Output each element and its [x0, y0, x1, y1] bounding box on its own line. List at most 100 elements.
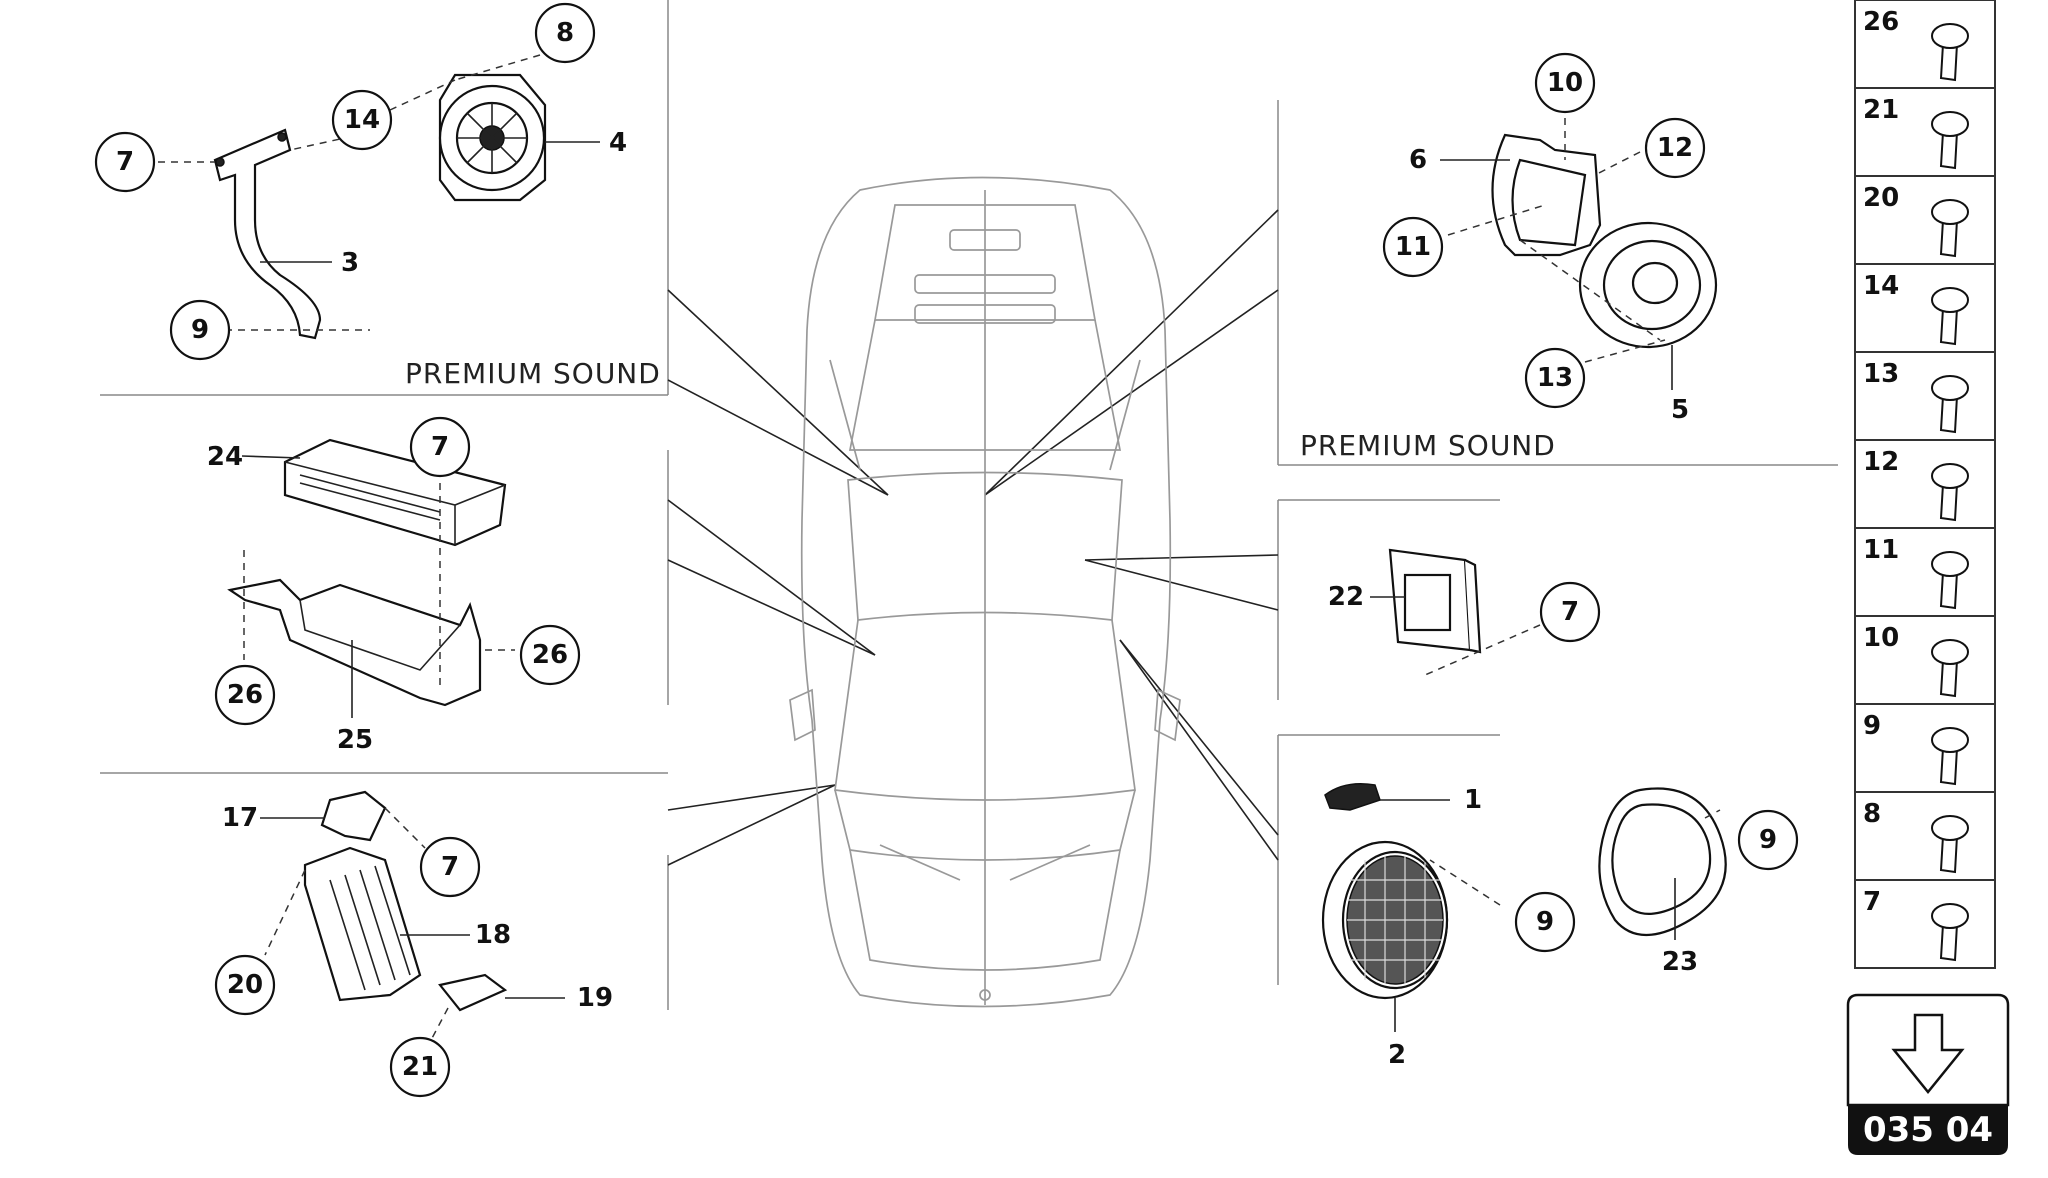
fastener-number: 9: [1863, 711, 1881, 741]
fastener-number: 12: [1863, 447, 1899, 477]
label-18: 18: [475, 920, 511, 950]
callout-8: 8: [534, 2, 596, 64]
fastener-icon: [1931, 23, 1969, 82]
part-bracket-17: [320, 790, 387, 842]
svg-text:9: 9: [191, 315, 209, 345]
label-3: 3: [341, 248, 359, 278]
fastener-number: 10: [1863, 623, 1899, 653]
part-bracket-25: [227, 578, 482, 707]
fastener-cell-9: 9: [1854, 703, 1996, 793]
page-code-box: 035 04: [1846, 993, 2010, 1155]
part-amplifier-18: [303, 846, 422, 1002]
part-speaker-2: [1321, 840, 1449, 1000]
svg-text:9: 9: [1536, 907, 1554, 937]
callout-7b: 7: [409, 416, 471, 478]
svg-text:20: 20: [227, 970, 263, 1000]
fastener-number: 8: [1863, 799, 1881, 829]
svg-text:11: 11: [1395, 232, 1431, 262]
fastener-number: 14: [1863, 271, 1899, 301]
section-label-premium-sound-left: PREMIUM SOUND: [405, 357, 661, 390]
svg-text:12: 12: [1657, 133, 1693, 163]
fastener-icon: [1931, 199, 1969, 258]
fastener-cell-13: 13: [1854, 351, 1996, 441]
section-separators: [100, 0, 1838, 1010]
fastener-cell-21: 21: [1854, 87, 1996, 177]
svg-text:9: 9: [1759, 825, 1777, 855]
fastener-cell-11: 11: [1854, 527, 1996, 617]
label-17: 17: [222, 803, 258, 833]
car-top-view: [789, 176, 1181, 1008]
fastener-number: 26: [1863, 7, 1899, 37]
fastener-icon: [1931, 727, 1969, 786]
callout-20: 20: [214, 954, 276, 1016]
callout-9a: 9: [169, 299, 231, 361]
fastener-cell-14: 14: [1854, 263, 1996, 353]
part-module-22: [1388, 548, 1482, 654]
fastener-number: 21: [1863, 95, 1899, 125]
fastener-icon: [1931, 639, 1969, 698]
part-woofer-5: [1578, 221, 1718, 349]
down-arrow-icon: [1891, 1013, 1965, 1094]
fastener-icon: [1931, 463, 1969, 522]
fastener-cell-20: 20: [1854, 175, 1996, 265]
part-tweeter-4: [438, 73, 547, 202]
callout-21: 21: [389, 1036, 451, 1098]
callout-7c: 7: [419, 836, 481, 898]
label-6: 6: [1409, 145, 1427, 175]
callout-11: 11: [1382, 216, 1444, 278]
svg-text:7: 7: [116, 147, 134, 177]
svg-text:21: 21: [402, 1052, 438, 1082]
section-label-premium-sound-right: PREMIUM SOUND: [1300, 429, 1556, 462]
fastener-icon: [1931, 551, 1969, 610]
fastener-icon: [1931, 111, 1969, 170]
svg-text:13: 13: [1537, 363, 1573, 393]
fastener-number: 7: [1863, 887, 1881, 917]
part-speaker-frame-23: [1598, 787, 1727, 937]
fastener-icon: [1931, 287, 1969, 346]
callout-26b: 26: [214, 664, 276, 726]
callout-13: 13: [1524, 347, 1586, 409]
fastener-icon: [1931, 903, 1969, 962]
callout-26a: 26: [519, 624, 581, 686]
fastener-cell-10: 10: [1854, 615, 1996, 705]
fastener-cell-8: 8: [1854, 791, 1996, 881]
label-24: 24: [207, 442, 243, 472]
part-amplifier-24: [283, 438, 507, 547]
label-22: 22: [1328, 582, 1364, 612]
callout-7d: 7: [1539, 581, 1601, 643]
part-speaker-ring-6: [1491, 133, 1602, 257]
svg-text:7: 7: [431, 432, 449, 462]
callout-7a: 7: [94, 131, 156, 193]
callout-12: 12: [1644, 117, 1706, 179]
callout-9b: 9: [1514, 891, 1576, 953]
svg-text:26: 26: [227, 680, 263, 710]
fastener-strip: 26 21 20 14 13 12 11 10 9 8 7: [1854, 0, 1996, 969]
fastener-number: 13: [1863, 359, 1899, 389]
fastener-cell-26: 26: [1854, 0, 1996, 89]
fastener-cell-12: 12: [1854, 439, 1996, 529]
part-bracket-3: [213, 128, 322, 340]
label-4: 4: [609, 128, 627, 158]
svg-text:7: 7: [1561, 597, 1579, 627]
callout-10: 10: [1534, 52, 1596, 114]
svg-text:7: 7: [441, 852, 459, 882]
fastener-number: 20: [1863, 183, 1899, 213]
part-clip-1: [1324, 783, 1381, 811]
fastener-number: 11: [1863, 535, 1899, 565]
svg-text:26: 26: [532, 640, 568, 670]
callout-9c: 9: [1737, 809, 1799, 871]
label-19: 19: [577, 983, 613, 1013]
fastener-icon: [1931, 815, 1969, 874]
callout-14: 14: [331, 89, 393, 151]
label-2: 2: [1388, 1040, 1406, 1070]
label-23: 23: [1662, 947, 1698, 977]
fastener-cell-7: 7: [1854, 879, 1996, 969]
svg-text:10: 10: [1547, 68, 1583, 98]
svg-text:8: 8: [556, 18, 574, 48]
label-25: 25: [337, 725, 373, 755]
label-1: 1: [1464, 785, 1482, 815]
page-code: 035 04: [1863, 1110, 1993, 1150]
part-bracket-19: [438, 973, 508, 1012]
